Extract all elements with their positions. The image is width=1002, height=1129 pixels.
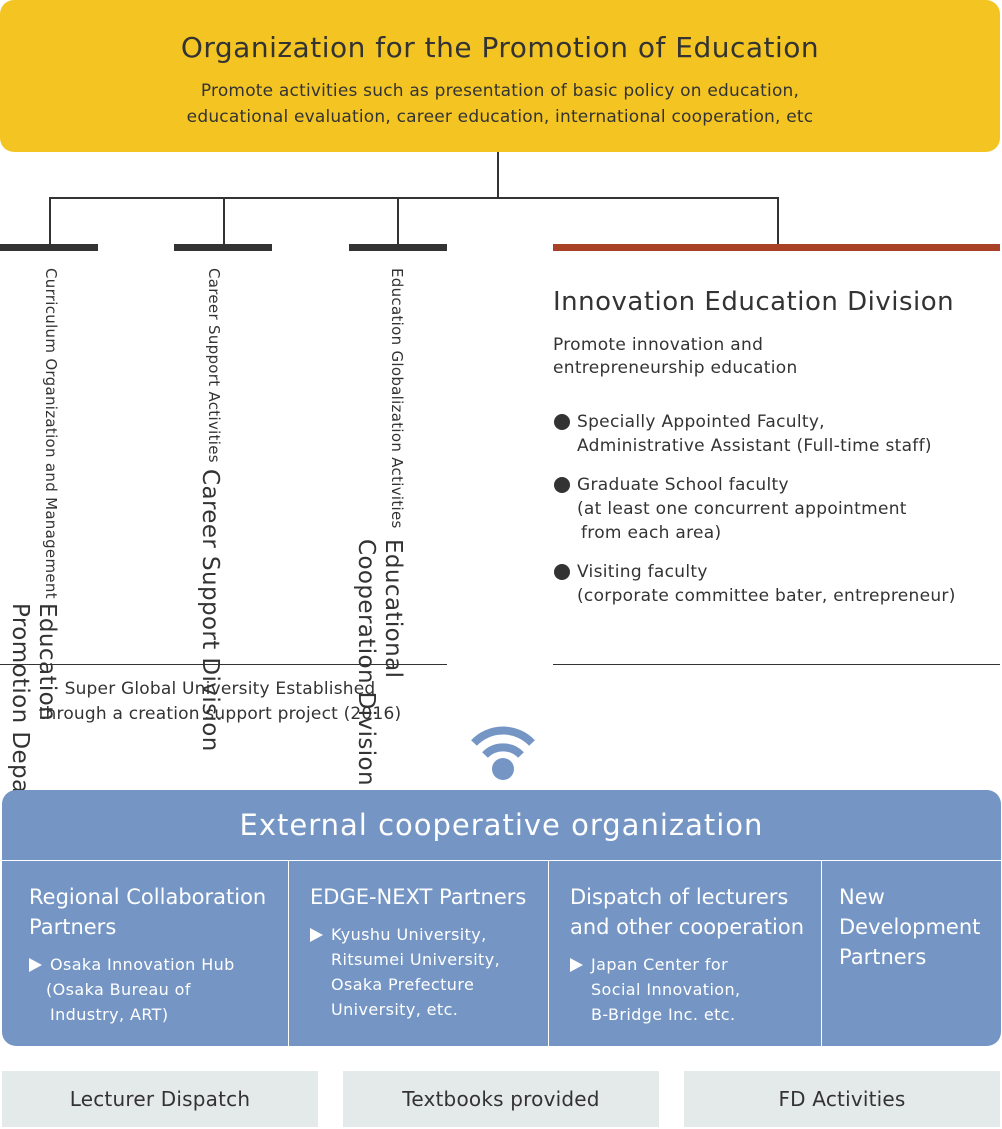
partner-column-title: EDGE-NEXT Partners (310, 882, 526, 912)
partner-title-line: New (839, 885, 885, 909)
innovation-division-title: Innovation Education Division (553, 287, 955, 317)
division-subtitle: Curriculum Organization and Management (42, 268, 60, 599)
partner-body-line: University, etc. (331, 1000, 459, 1019)
partner-column-title: Dispatch of lecturers and other cooperat… (570, 882, 804, 942)
connector-drop (397, 197, 399, 245)
innovation-member-list: Specially Appointed Faculty, Administrat… (553, 410, 993, 623)
division-subtitle: Education Globalization Activities (388, 268, 406, 529)
division-career-support: Career Support Division Career Support A… (196, 268, 223, 752)
sgu-note-line: through a creation support project (2016… (38, 704, 402, 724)
bullet-icon (554, 477, 570, 493)
member-line: Visiting faculty (577, 562, 708, 582)
divider (548, 860, 549, 1046)
partner-column-body: Osaka Innovation Hub (Osaka Bureau of In… (29, 952, 266, 1027)
connector-drop (49, 197, 51, 245)
partner-title-line: Development (839, 915, 981, 939)
member-line: (corporate committee bater, entrepreneur… (577, 586, 956, 606)
partner-column-edge-next: EDGE-NEXT Partners Kyushu University, Ri… (310, 882, 526, 1022)
bullet-icon (554, 414, 570, 430)
triangle-right-icon (29, 958, 42, 972)
divider (2, 860, 1001, 861)
partner-column-title: Regional Collaboration Partners (29, 882, 266, 942)
partner-title-line: Partners (29, 915, 117, 939)
sgu-note: Super Global University Established thro… (0, 677, 440, 727)
divider (553, 664, 1000, 665)
organization-description: Promote activities such as presentation … (0, 78, 1000, 130)
organization-box: Organization for the Promotion of Educat… (0, 0, 1000, 152)
division-educational-cooperation: Educational Cooperation Division Educati… (352, 268, 406, 786)
innovation-division-description: Promote innovation and entrepreneurship … (553, 334, 798, 380)
partner-column-new-development: New Development Partners (839, 882, 980, 972)
member-line: Graduate School faculty (577, 475, 789, 495)
division-title-line: Career Support Division (197, 468, 223, 752)
activity-textbooks-provided: Textbooks provided (343, 1071, 659, 1127)
partner-body-line: B-Bridge Inc. etc. (591, 1005, 736, 1024)
innovation-division-bar (553, 244, 1000, 251)
external-organization-title: External cooperative organization (239, 808, 764, 842)
division-title: Educational Cooperation Division (352, 539, 406, 786)
bullet-icon (554, 564, 570, 580)
partner-body-line: Osaka Prefecture (331, 975, 475, 994)
partner-column-regional: Regional Collaboration Partners Osaka In… (29, 882, 266, 1027)
divider (821, 860, 822, 1046)
partner-title-line: Dispatch of lecturers (570, 885, 789, 909)
division-bar (174, 244, 272, 251)
innovation-description-line: entrepreneurship education (553, 358, 798, 378)
connector-drop (223, 197, 225, 245)
connector-horizontal (49, 197, 779, 199)
activity-lecturer-dispatch: Lecturer Dispatch (2, 1071, 318, 1127)
partner-body-line: Ritsumei University, (331, 950, 501, 969)
partner-title-line: Partners (839, 945, 927, 969)
organization-title: Organization for the Promotion of Educat… (180, 31, 820, 64)
division-title-line: Education (34, 602, 60, 721)
triangle-right-icon (310, 928, 323, 942)
division-title-line: Cooperation Division (353, 538, 379, 786)
partner-body-line: Industry, ART) (50, 1005, 169, 1024)
partner-column-title: New Development Partners (839, 882, 980, 972)
organization-description-line: educational evaluation, career education… (186, 107, 814, 127)
member-line: from each area) (581, 523, 722, 543)
list-item: Graduate School faculty (at least one co… (553, 473, 993, 545)
wireless-signal-icon (471, 726, 535, 780)
partner-title-line: and other cooperation (570, 915, 805, 939)
division-bar (349, 244, 447, 251)
partner-title-line: EDGE-NEXT Partners (310, 885, 527, 909)
innovation-description-line: Promote innovation and (553, 335, 764, 355)
division-bar (0, 244, 98, 251)
division-education-promotion: Education Promotion Department Curriculu… (6, 268, 60, 874)
divider (288, 860, 289, 1046)
partner-body-line: Osaka Innovation Hub (50, 955, 235, 974)
divider (0, 664, 447, 665)
member-line: Specially Appointed Faculty, (577, 412, 825, 432)
connector-trunk (497, 152, 499, 199)
partner-body-line: Kyushu University, (331, 925, 487, 944)
connector-drop (777, 197, 779, 245)
division-title-line: Educational (380, 538, 406, 679)
division-subtitle: Career Support Activities (205, 268, 223, 463)
list-item: Visiting faculty (corporate committee ba… (553, 560, 993, 608)
member-line: (at least one concurrent appointment (577, 499, 907, 519)
partner-column-dispatch: Dispatch of lecturers and other cooperat… (570, 882, 804, 1027)
partner-body-line: Social Innovation, (591, 980, 741, 999)
external-organization-box: External cooperative organization Region… (2, 790, 1001, 1046)
list-item: Specially Appointed Faculty, Administrat… (553, 410, 993, 458)
partner-title-line: Regional Collaboration (29, 885, 267, 909)
partner-column-body: Kyushu University, Ritsumei University, … (310, 922, 526, 1022)
activity-fd-activities: FD Activities (684, 1071, 1000, 1127)
partner-column-body: Japan Center for Social Innovation, B-Br… (570, 952, 804, 1027)
member-line: Administrative Assistant (Full-time staf… (577, 436, 932, 456)
sgu-note-line: Super Global University Established (64, 679, 376, 699)
partner-body-line: Japan Center for (591, 955, 729, 974)
partner-body-line: (Osaka Bureau of (46, 980, 191, 999)
organization-description-line: Promote activities such as presentation … (200, 81, 800, 101)
division-title: Career Support Division (196, 469, 223, 752)
triangle-right-icon (570, 958, 583, 972)
